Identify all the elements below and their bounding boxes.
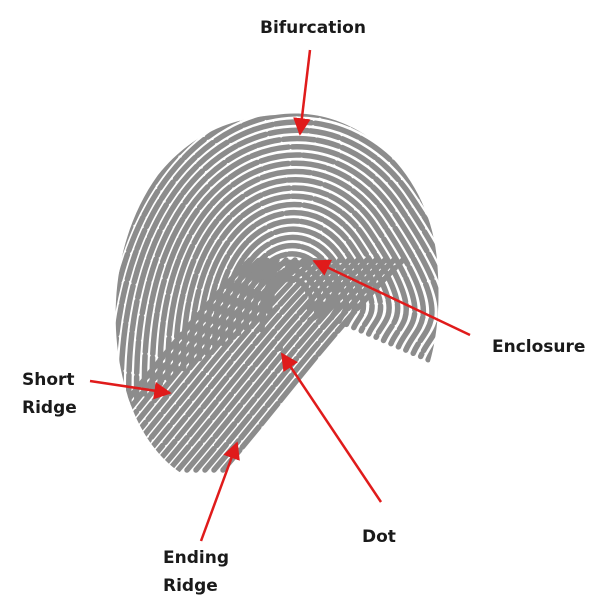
ridge-line bbox=[173, 177, 418, 377]
ridge-line bbox=[115, 257, 271, 473]
ridge-line bbox=[118, 119, 439, 412]
ridge-line bbox=[166, 257, 352, 473]
ridge-line bbox=[130, 257, 316, 473]
ridge-line bbox=[115, 257, 253, 473]
ridge-line bbox=[139, 257, 325, 473]
label-bifurcation-text: Bifurcation bbox=[260, 18, 366, 38]
annotation-arrows bbox=[89, 49, 471, 542]
label-dot-text: Dot bbox=[362, 527, 396, 547]
label-bifurcation: Bifurcation bbox=[260, 14, 366, 42]
ridge-line bbox=[148, 257, 334, 473]
ridge-line bbox=[184, 257, 370, 473]
arrow-enclosure bbox=[312, 259, 471, 337]
ridge-line bbox=[188, 193, 401, 367]
ridge-line bbox=[165, 168, 427, 382]
ridge-line bbox=[134, 135, 439, 402]
ridge-line bbox=[212, 218, 375, 352]
label-short-ridge-line-2: Ridge bbox=[22, 398, 77, 418]
ridge-line bbox=[175, 257, 361, 473]
arrow-ending-ridge bbox=[199, 441, 240, 542]
ridge-dot bbox=[277, 345, 283, 351]
arrow-dot bbox=[280, 352, 383, 503]
arrow-bifurcation bbox=[293, 49, 312, 136]
ridge-line bbox=[204, 210, 384, 357]
ridge-line bbox=[115, 257, 262, 473]
ridge-line bbox=[149, 152, 439, 392]
label-enclosure-text: Enclosure bbox=[492, 337, 586, 357]
label-short-ridge-line-1: Short bbox=[22, 370, 75, 390]
ridge-line bbox=[141, 144, 439, 397]
ridge-line bbox=[220, 257, 406, 473]
ridge-line bbox=[126, 127, 439, 407]
ridge-line bbox=[180, 185, 409, 372]
label-ending-ridge: Ending Ridge bbox=[163, 544, 229, 600]
label-ending-ridge-line-1: Ending bbox=[163, 548, 229, 568]
label-short-ridge: Short Ridge bbox=[22, 366, 77, 422]
fingerprint-ridges bbox=[115, 113, 439, 473]
ridge-line bbox=[157, 257, 343, 473]
arrow-short-ridge bbox=[89, 379, 172, 400]
label-enclosure: Enclosure bbox=[492, 333, 585, 361]
ridge-line bbox=[196, 201, 392, 362]
label-dot: Dot bbox=[362, 523, 396, 551]
label-ending-ridge-line-2: Ridge bbox=[163, 576, 218, 596]
ridge-line bbox=[157, 160, 435, 387]
